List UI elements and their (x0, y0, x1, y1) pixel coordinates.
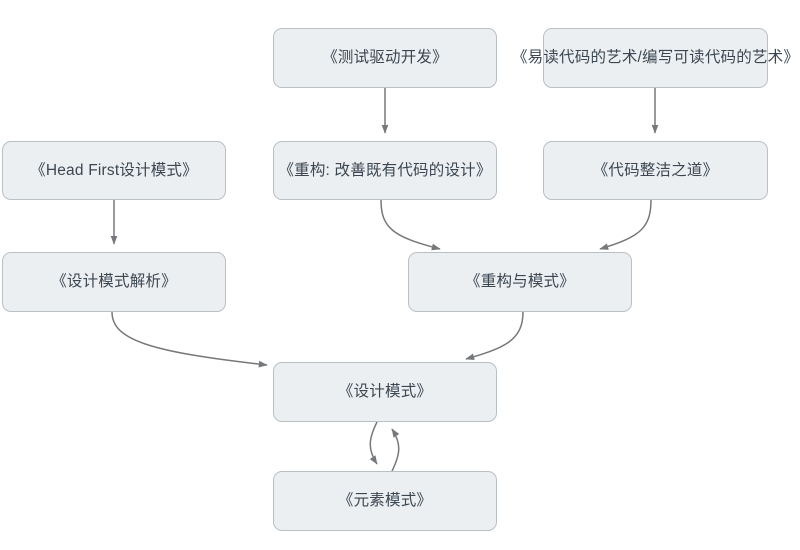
node-readable-code-label: 《易读代码的艺术/编写可读代码的艺术》 (511, 49, 800, 67)
node-clean-code[interactable]: 《代码整洁之道》 (543, 141, 768, 200)
node-design-patterns[interactable]: 《设计模式》 (273, 362, 497, 422)
node-clean-code-label: 《代码整洁之道》 (592, 161, 719, 179)
node-refactoring-to-patterns[interactable]: 《重构与模式》 (408, 252, 632, 312)
node-design-patterns-explained-label: 《设计模式解析》 (51, 273, 177, 291)
edge-dpexplained-to-designpat (111, 311, 268, 368)
node-head-first-design-patterns-label: 《Head First设计模式》 (30, 161, 198, 179)
node-tdd[interactable]: 《测试驱动开发》 (273, 28, 497, 88)
edge-cleancode-to-rtp (599, 199, 652, 250)
node-refactoring-label: 《重构: 改善既有代码的设计》 (278, 161, 492, 179)
edge-rtp-to-designpat (465, 311, 524, 361)
node-readable-code[interactable]: 《易读代码的艺术/编写可读代码的艺术》 (512, 28, 799, 88)
node-refactoring-to-patterns-label: 《重构与模式》 (465, 273, 575, 291)
node-design-patterns-explained[interactable]: 《设计模式解析》 (2, 252, 226, 312)
node-design-patterns-label: 《设计模式》 (337, 383, 433, 401)
node-head-first-design-patterns[interactable]: 《Head First设计模式》 (2, 141, 226, 200)
node-tdd-label: 《测试驱动开发》 (322, 49, 448, 67)
node-element-patterns-label: 《元素模式》 (337, 492, 433, 510)
node-refactoring[interactable]: 《重构: 改善既有代码的设计》 (273, 141, 497, 200)
node-element-patterns[interactable]: 《元素模式》 (273, 471, 497, 531)
edge-designpat-to-elempat (369, 421, 378, 465)
edge-elempat-to-designpat (391, 428, 400, 472)
edge-refactoring-to-rtp (380, 199, 441, 251)
